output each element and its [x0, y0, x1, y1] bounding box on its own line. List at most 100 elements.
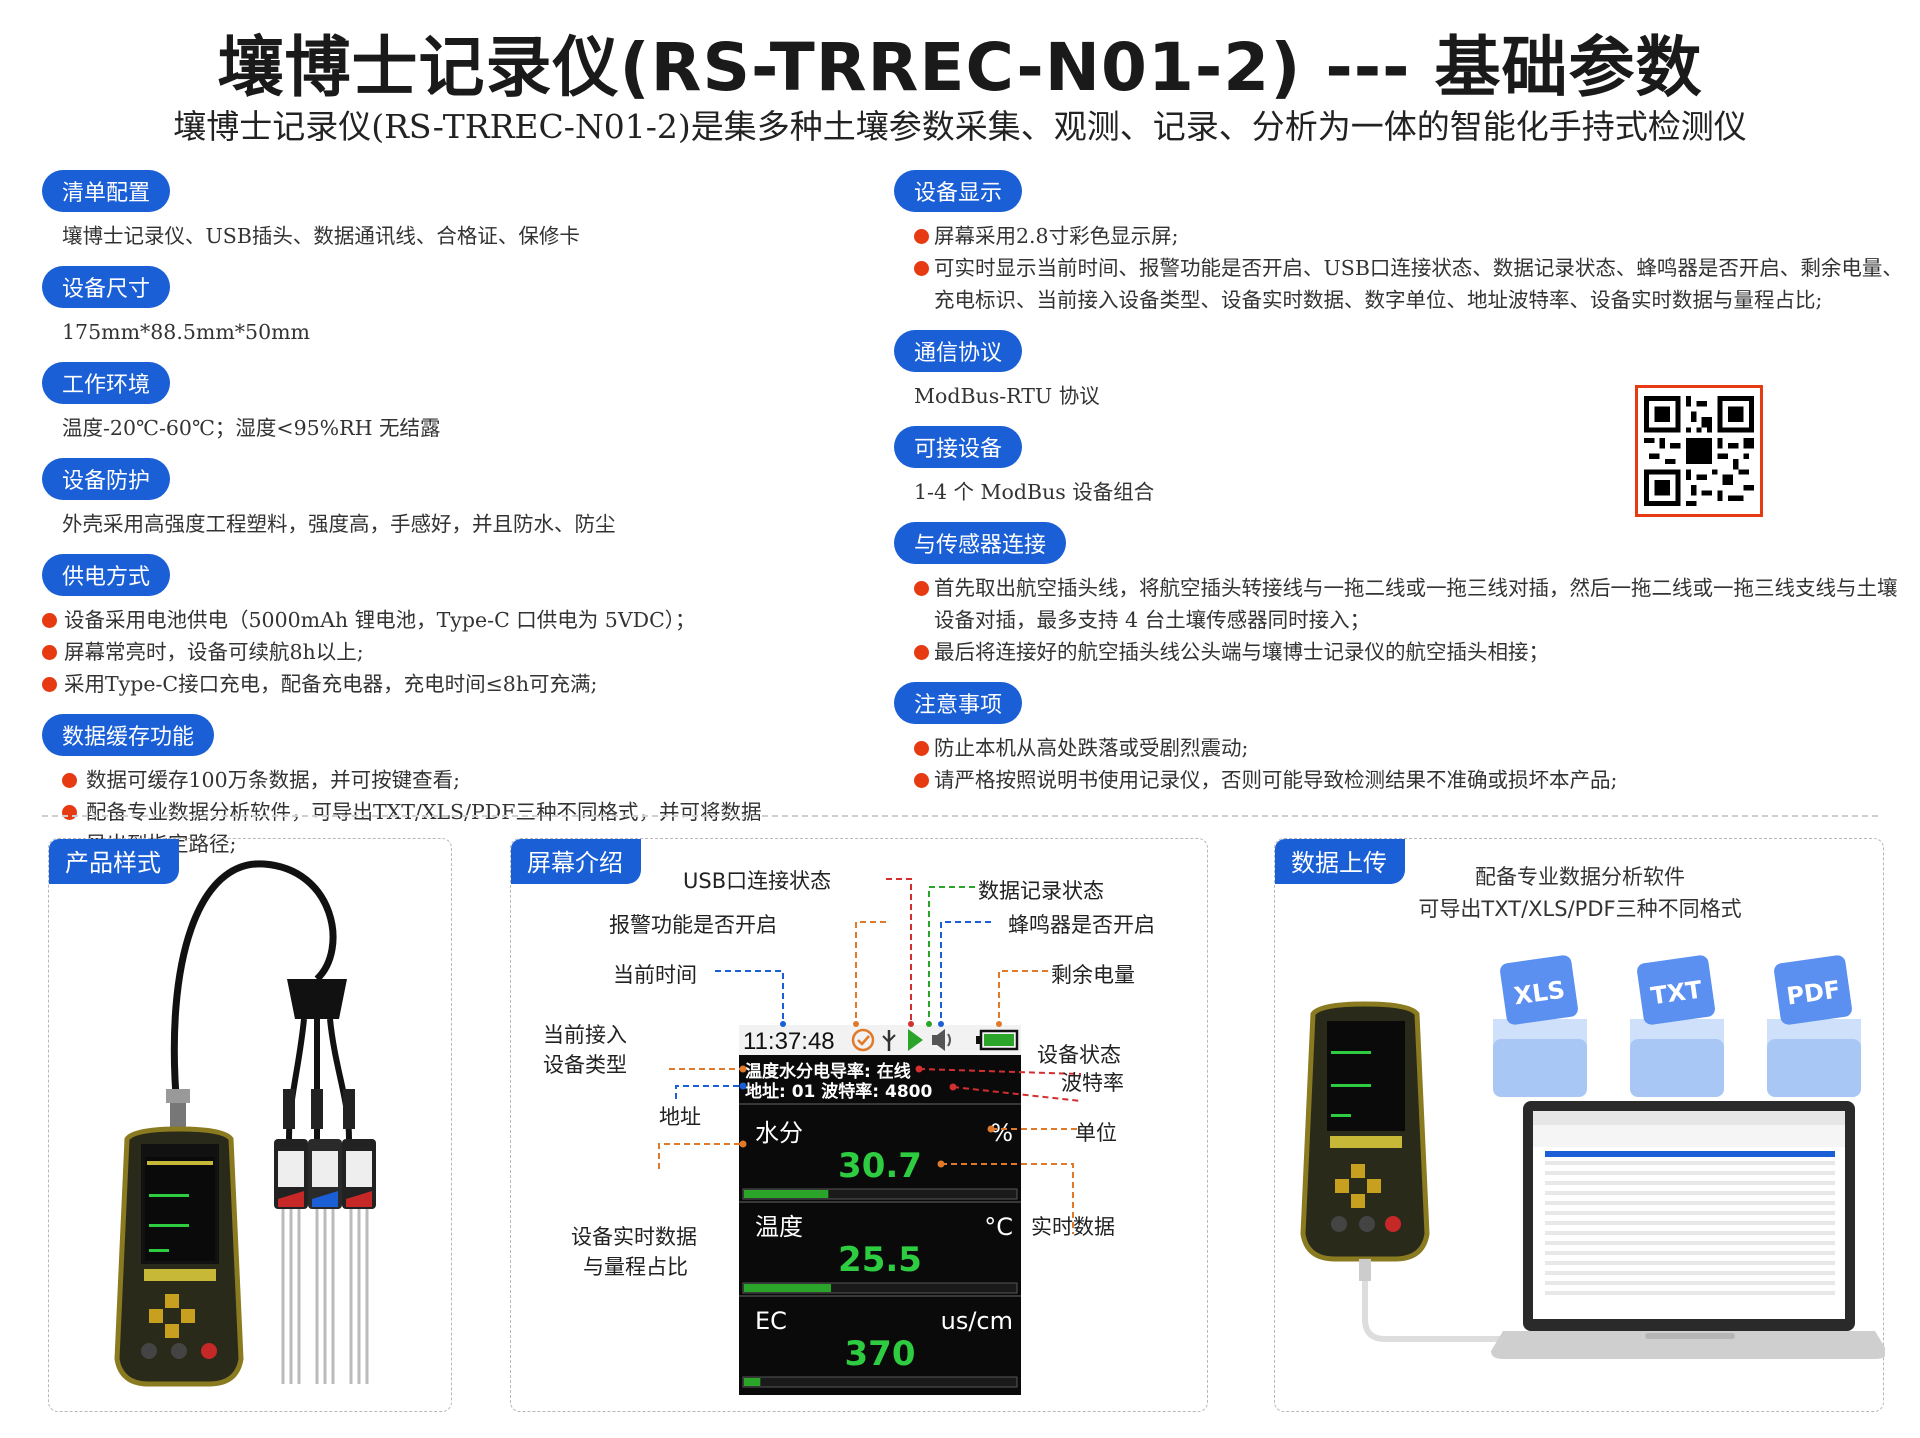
bullet-icon — [62, 773, 77, 788]
laptop-icon — [1491, 1101, 1885, 1359]
section-text: 1-4 个 ModBus 设备组合 — [914, 480, 1155, 504]
bullet-icon — [62, 805, 77, 820]
reading-name: EC — [755, 1307, 787, 1335]
splitter-icon — [287, 979, 347, 1019]
bullet-icon — [42, 613, 57, 628]
section-tag: 注意事项 — [894, 682, 1023, 724]
label-ratio-2: 与量程占比 — [583, 1255, 688, 1279]
label-ratio-1: 设备实时数据 — [571, 1225, 697, 1249]
soil-sensor-icon — [274, 1139, 376, 1384]
section-protection: 设备防护 外壳采用高强度工程塑料，强度高，手感好，并且防水、防尘 — [42, 458, 802, 540]
product-illustration — [114, 860, 376, 1387]
list-item-text: 屏幕常亮时，设备可续航8h以上; — [64, 640, 364, 664]
qr-code-icon — [1644, 396, 1754, 506]
section-environment: 工作环境 温度-20℃-60℃；湿度<95%RH 无结露 — [42, 362, 802, 444]
label-alarm: 报警功能是否开启 — [609, 913, 777, 937]
reading-value: 370 — [845, 1334, 916, 1374]
buzzer-icon — [932, 1029, 951, 1051]
right-column: 设备显示 屏幕采用2.8寸彩色显示屏; 可实时显示当前时间、报警功能是否开启、U… — [894, 170, 1904, 810]
usb-icon — [882, 1030, 896, 1051]
panel-tag: 数据上传 — [1275, 839, 1405, 884]
list-item: 配备专业数据分析软件，可导出TXT/XLS/PDF三种不同格式，并可将数据导出到… — [42, 796, 762, 860]
range-bar-fill — [744, 1378, 761, 1386]
bullet-icon — [42, 677, 57, 692]
list-item-text: 请严格按照说明书使用记录仪，否则可能导致检测结果不准确或损坏本产品; — [934, 768, 1618, 792]
section-tag: 供电方式 — [42, 554, 171, 596]
list-item: 首先取出航空插头线，将航空插头转接线与一拖二线或一拖三线对插，然后一拖二线或一拖… — [894, 572, 1904, 636]
section-devices: 可接设备 1-4 个 ModBus 设备组合 — [894, 426, 1904, 508]
device-screen — [739, 1025, 1021, 1395]
page-title: 壤博士记录仪(RS-TRREC-N01-2) --- 基础参数 — [217, 29, 1703, 106]
label-device-type-1: 当前接入 — [543, 1023, 627, 1047]
reading-unit: °C — [984, 1213, 1013, 1241]
reading-unit: % — [990, 1119, 1013, 1147]
pdf-file-icon: PDF — [1767, 955, 1861, 1097]
range-bar-fill — [744, 1190, 829, 1198]
handheld-device-icon — [1300, 1001, 1430, 1262]
upload-illustration: XLS TXT PDF — [1300, 955, 1885, 1359]
upload-text-1: 配备专业数据分析软件 — [1475, 865, 1685, 889]
left-column: 清单配置 壤博士记录仪、USB插头、数据通讯线、合格证、保修卡 设备尺寸 175… — [42, 170, 802, 874]
range-bar-fill — [744, 1284, 832, 1292]
list-item-text: 设备采用电池供电（5000mAh 锂电池，Type-C 口供电为 5VDC）； — [64, 608, 696, 632]
list-item-text: 最后将连接好的航空插头线公头端与壤博士记录仪的航空插头相接； — [934, 640, 1549, 664]
bullet-icon — [914, 773, 929, 788]
list-item-text: 采用Type-C接口充电，配备充电器，充电时间≤8h可充满; — [64, 672, 598, 696]
section-tag: 通信协议 — [894, 330, 1023, 372]
label-buzzer: 蜂鸣器是否开启 — [1008, 913, 1155, 937]
panel-tag: 产品样式 — [49, 839, 179, 884]
section-text: 温度-20℃-60℃；湿度<95%RH 无结露 — [62, 416, 441, 440]
section-cache: 数据缓存功能 数据可缓存100万条数据，并可按键查看; 配备专业数据分析软件，可… — [42, 714, 802, 860]
section-protocol: 通信协议 ModBus-RTU 协议 — [894, 330, 1904, 412]
reading-value: 30.7 — [838, 1146, 922, 1186]
handheld-device-icon — [114, 1126, 244, 1387]
section-list-config: 清单配置 壤博士记录仪、USB插头、数据通讯线、合格证、保修卡 — [42, 170, 802, 252]
list-item-text: 首先取出航空插头线，将航空插头转接线与一拖二线或一拖三线对插，然后一拖二线或一拖… — [934, 576, 1898, 632]
list-item-text: 配备专业数据分析软件，可导出TXT/XLS/PDF三种不同格式，并可将数据导出到… — [86, 800, 762, 856]
screen-address-line: 地址: 01 波特率: 4800 — [745, 1081, 932, 1102]
label-battery: 剩余电量 — [1051, 963, 1135, 987]
list-item: 屏幕采用2.8寸彩色显示屏; — [894, 220, 1904, 252]
page-subtitle: 壤博士记录仪(RS-TRREC-N01-2)是集多种土壤参数采集、观测、记录、分… — [173, 107, 1747, 146]
section-text: 175mm*88.5mm*50mm — [62, 320, 310, 344]
label-address: 地址 — [659, 1105, 701, 1129]
bullet-icon — [914, 229, 929, 244]
label-usb-status: USB口连接状态 — [683, 869, 832, 893]
reading-value: 25.5 — [838, 1240, 922, 1280]
xls-file-icon: XLS — [1493, 955, 1587, 1097]
reading-name: 温度 — [755, 1213, 803, 1241]
label-device-type-2: 设备类型 — [543, 1053, 627, 1077]
range-bar-track — [742, 1282, 1018, 1294]
section-device-size: 设备尺寸 175mm*88.5mm*50mm — [42, 266, 802, 348]
panel-tag: 屏幕介绍 — [511, 839, 641, 884]
section-text: 壤博士记录仪、USB插头、数据通讯线、合格证、保修卡 — [62, 224, 580, 248]
section-tag: 设备尺寸 — [42, 266, 171, 308]
section-tag: 设备防护 — [42, 458, 171, 500]
section-tag: 工作环境 — [42, 362, 171, 404]
list-item-text: 可实时显示当前时间、报警功能是否开启、USB口连接状态、数据记录状态、蜂鸣器是否… — [934, 256, 1903, 312]
list-item: 设备采用电池供电（5000mAh 锂电池，Type-C 口供电为 5VDC）； — [42, 604, 802, 636]
section-divider — [42, 815, 1878, 817]
list-item-text: 数据可缓存100万条数据，并可按键查看; — [86, 768, 461, 792]
list-item: 数据可缓存100万条数据，并可按键查看; — [42, 764, 802, 796]
bullet-icon — [914, 581, 929, 596]
section-tag: 清单配置 — [42, 170, 171, 212]
bullet-icon — [914, 645, 929, 660]
section-display: 设备显示 屏幕采用2.8寸彩色显示屏; 可实时显示当前时间、报警功能是否开启、U… — [894, 170, 1904, 316]
section-power: 供电方式 设备采用电池供电（5000mAh 锂电池，Type-C 口供电为 5V… — [42, 554, 802, 700]
list-item-text: 屏幕采用2.8寸彩色显示屏; — [934, 224, 1179, 248]
screen-diagram: 11:37:48 温度水分电导率: 在线 地址: 01 波特率: 4800 水分… — [658, 878, 1082, 1395]
panel-product: 产品样式 — [48, 838, 452, 1412]
screen-time: 11:37:48 — [743, 1028, 835, 1055]
screen-status-line: 温度水分电导率: 在线 — [745, 1061, 911, 1082]
section-tag: 可接设备 — [894, 426, 1023, 468]
label-record-status: 数据记录状态 — [978, 879, 1104, 903]
bullet-icon — [42, 645, 57, 660]
bullet-icon — [914, 261, 929, 276]
label-device-state: 设备状态 — [1037, 1043, 1121, 1067]
qr-code[interactable] — [1635, 385, 1763, 517]
list-item: 可实时显示当前时间、报警功能是否开启、USB口连接状态、数据记录状态、蜂鸣器是否… — [894, 252, 1904, 316]
section-text: 外壳采用高强度工程塑料，强度高，手感好，并且防水、防尘 — [62, 512, 616, 536]
record-icon — [908, 1029, 923, 1051]
list-item: 屏幕常亮时，设备可续航8h以上; — [42, 636, 802, 668]
